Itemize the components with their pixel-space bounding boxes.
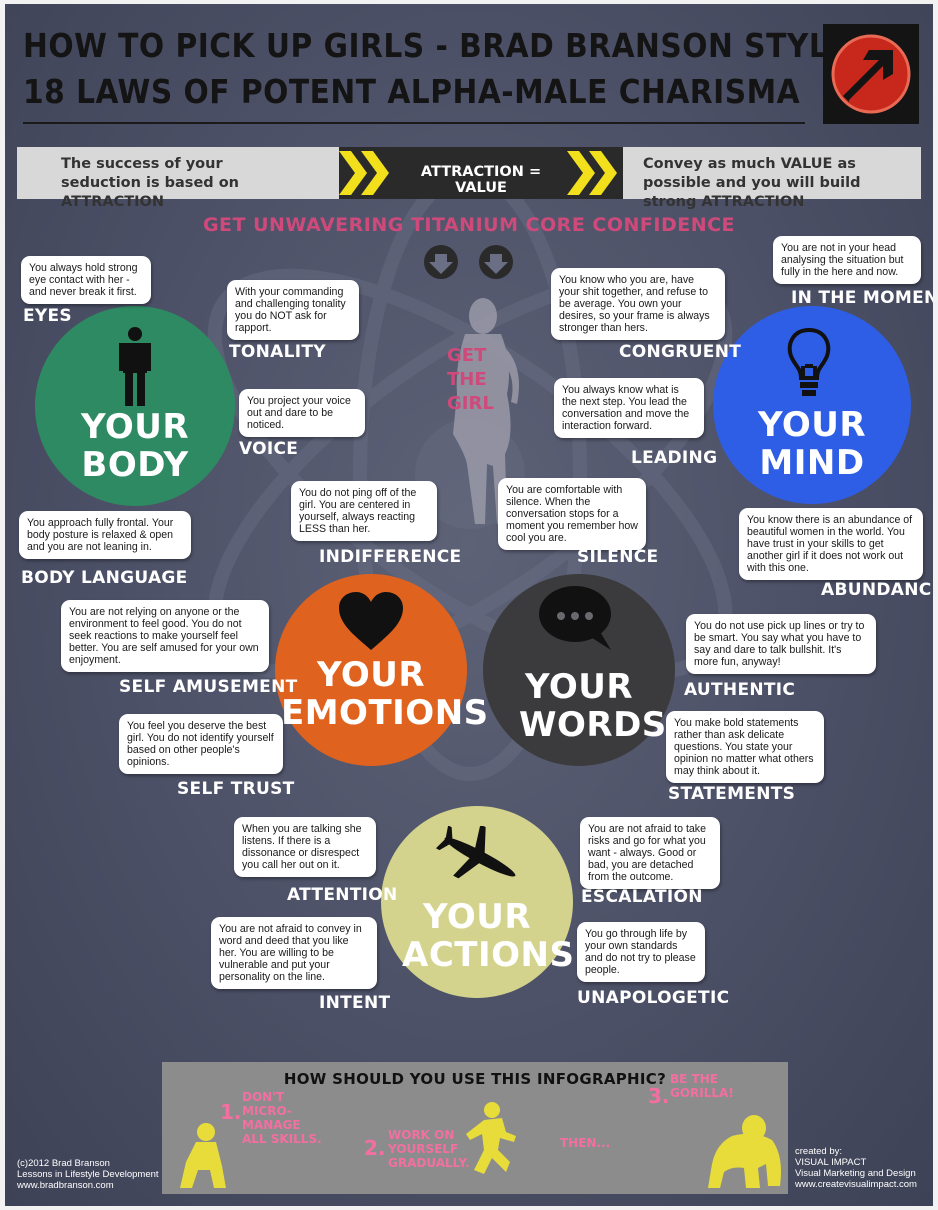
speech-bubble-icon [539, 586, 611, 650]
law-bubble-statements: You make bold statements rather than ask… [666, 711, 824, 783]
arrow-down-icon [424, 245, 458, 279]
confidence-headline: GET UNWAVERING TITANIUM CORE CONFIDENCE [202, 214, 736, 236]
usage-heading: HOW SHOULD YOU USE THIS INFOGRAPHIC? [283, 1070, 667, 1088]
chevron-right-icon [567, 151, 617, 195]
your-mind-circle: YOUR MIND [713, 306, 911, 504]
step3-text: BE THE GORILLA! [670, 1072, 734, 1100]
arrow-down-icon [479, 245, 513, 279]
person-icon [119, 327, 151, 406]
law-bubble-self-trust: You feel you deserve the best girl. You … [119, 714, 283, 774]
law-label-self-trust: SELF TRUST [177, 779, 295, 799]
step2-text: WORK ON YOURSELF GRADUALLY. [388, 1128, 470, 1170]
your-actions-circle: YOUR ACTIONS [381, 806, 575, 998]
law-bubble-abundance: You know there is an abundance of beauti… [739, 508, 923, 580]
law-label-self-amusement: SELF AMUSEMENT [119, 677, 298, 697]
page-title-line1: HOW TO PICK UP GIRLS - BRAD BRANSON STYL… [23, 26, 850, 65]
page-title-line2: 18 LAWS OF POTENT ALPHA-MALE CHARISMA [23, 72, 801, 111]
law-bubble-in-the-moment: You are not in your head analysing the s… [773, 236, 921, 284]
creator-line2: VISUAL IMPACT [795, 1157, 867, 1168]
step3-number: 3. [648, 1084, 670, 1108]
law-label-eyes: EYES [23, 306, 72, 326]
banner-center-box: ATTRACTION = VALUE [339, 147, 623, 199]
copyright-line1: (c)2012 Brad Branson [17, 1158, 110, 1169]
law-label-unapologetic: UNAPOLOGETIC [577, 988, 730, 1008]
copyright-line3[interactable]: www.bradbranson.com [17, 1180, 114, 1191]
law-label-leading: LEADING [631, 448, 718, 468]
law-bubble-intent: You are not afraid to convey in word and… [211, 917, 377, 989]
step1-text: DON'T MICRO- MANAGE ALL SKILLS. [242, 1090, 322, 1146]
creator-line1: created by: [795, 1146, 842, 1157]
law-bubble-escalation: You are not afraid to take risks and go … [580, 817, 720, 889]
law-label-abundance: ABUNDANCE [821, 580, 933, 600]
law-label-tonality: TONALITY [229, 342, 326, 362]
banner-right-box: Convey as much VALUE as possible and you… [623, 147, 921, 210]
law-label-intent: INTENT [319, 993, 391, 1013]
heart-icon [339, 592, 403, 650]
law-label-silence: SILENCE [577, 547, 659, 567]
crouching-figure-icon [180, 1123, 226, 1188]
airplane-icon [435, 826, 516, 879]
law-bubble-congruent: You know who you are, have your shit tog… [551, 268, 725, 340]
chevron-right-icon [339, 151, 389, 195]
get-the-girl-label: GET THE GIRL [447, 345, 494, 414]
lightbulb-icon [787, 327, 831, 396]
law-bubble-body-language: You approach fully frontal. Your body po… [19, 511, 191, 559]
law-bubble-silence: You are comfortable with silence. When t… [498, 478, 646, 550]
gorilla-icon [708, 1115, 781, 1188]
banner-left-box: The success of your seduction is based o… [17, 147, 339, 210]
step1-number: 1. [220, 1100, 242, 1124]
law-label-escalation: ESCALATION [581, 887, 703, 907]
law-bubble-tonality: With your commanding and challenging ton… [227, 280, 359, 340]
law-label-statements: STATEMENTS [668, 784, 796, 804]
title-underline [23, 122, 805, 124]
law-bubble-self-amusement: You are not relying on anyone or the env… [61, 600, 269, 672]
usage-panel: HOW SHOULD YOU USE THIS INFOGRAPHIC? 1. … [162, 1062, 788, 1194]
law-label-indifference: INDIFFERENCE [319, 547, 462, 567]
law-bubble-eyes: You always hold strong eye contact with … [21, 256, 151, 304]
law-bubble-voice: You project your voice out and dare to b… [239, 389, 365, 437]
copyright-line2: Lessons in Lifestyle Development [17, 1169, 159, 1180]
law-label-attention: ATTENTION [287, 885, 398, 905]
arrow-logo-icon [823, 24, 919, 124]
law-label-body-language: BODY LANGUAGE [21, 568, 188, 588]
girl-silhouette-icon [453, 298, 519, 524]
banner-center-text: ATTRACTION = VALUE [420, 164, 542, 196]
your-words-label: YOUR WORDS [519, 667, 667, 745]
your-body-label: YOUR BODY [80, 407, 190, 485]
law-bubble-leading: You always know what is the next step. Y… [554, 378, 704, 438]
law-label-voice: VOICE [239, 439, 299, 459]
law-label-congruent: CONGRUENT [619, 342, 742, 362]
law-bubble-indifference: You do not ping off of the girl. You are… [291, 481, 437, 541]
your-body-circle: YOUR BODY [35, 306, 235, 506]
running-figure-icon [466, 1102, 516, 1174]
law-bubble-authentic: You do not use pick up lines or try to b… [686, 614, 876, 674]
law-label-authentic: AUTHENTIC [684, 680, 796, 700]
law-label-in-the-moment: IN THE MOMENT [791, 288, 933, 308]
your-mind-label: YOUR MIND [757, 405, 867, 483]
infographic-canvas: HOW TO PICK UP GIRLS - BRAD BRANSON STYL… [5, 4, 933, 1206]
law-bubble-unapologetic: You go through life by your own standard… [577, 922, 705, 982]
banner-left-text: The success of your seduction is based o… [61, 156, 239, 210]
law-bubble-attention: When you are talking she listens. If the… [234, 817, 376, 877]
creator-line4[interactable]: www.createvisualimpact.com [795, 1179, 917, 1190]
then-text: THEN... [560, 1136, 611, 1150]
your-emotions-label: YOUR EMOTIONS [281, 655, 489, 733]
your-actions-label: YOUR ACTIONS [402, 897, 575, 975]
creator-line3: Visual Marketing and Design [795, 1168, 916, 1179]
step2-number: 2. [364, 1136, 386, 1160]
banner-right-text: Convey as much VALUE as possible and you… [643, 156, 861, 210]
